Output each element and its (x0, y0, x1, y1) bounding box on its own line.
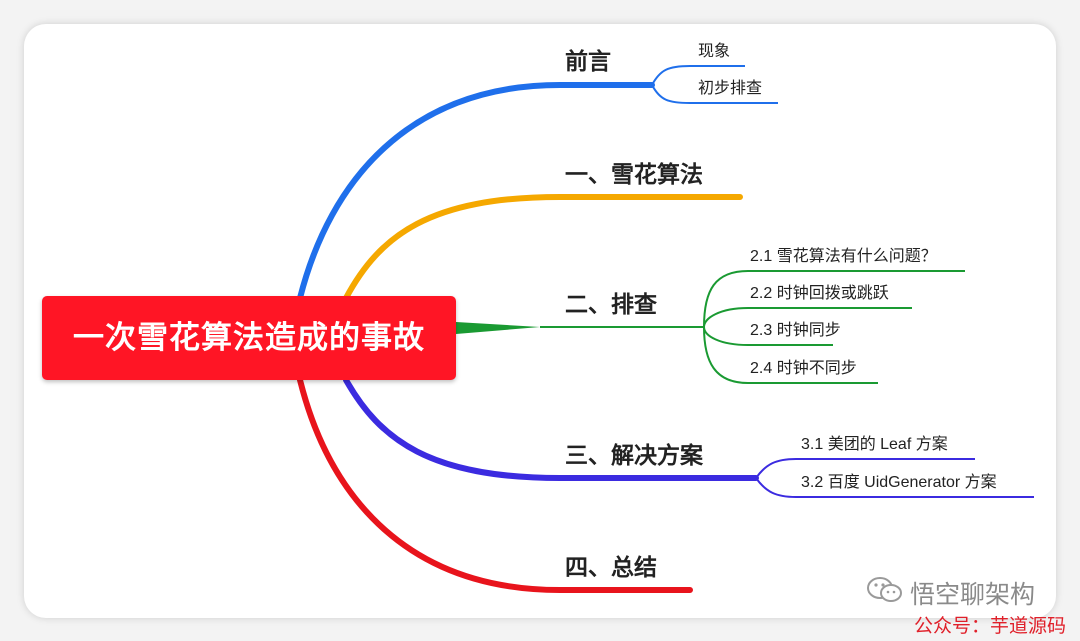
sub-branch-phenomenon (651, 65, 745, 86)
branch-preface (297, 82, 655, 301)
branch-snowflake (343, 194, 743, 301)
subtopic-3-2: 3.2 百度 UidGenerator 方案 (801, 474, 997, 491)
watermark-account: 悟空聊架构 (910, 581, 1036, 609)
sub-branch-2-1 (703, 270, 965, 328)
subtopic-2-4: 2.4 时钟不同步 (750, 360, 857, 377)
topic-preface: 前言 (565, 48, 611, 74)
sub-branch-initial-check (651, 84, 778, 104)
topic-solution: 三、解决方案 (565, 442, 703, 468)
watermark: 悟空聊架构 (866, 576, 1036, 611)
subtopic-3-1: 3.1 美团的 Leaf 方案 (801, 436, 948, 453)
topic-summary: 四、总结 (565, 554, 657, 580)
sub-branch-2-4 (703, 326, 878, 384)
root-topic: 一次雪花算法造成的事故 (42, 296, 456, 380)
subtopic-2-3: 2.3 时钟同步 (750, 322, 841, 339)
topic-snowflake: 一、雪花算法 (565, 161, 703, 187)
footer-note: 公众号：芋道源码 (913, 616, 1066, 637)
subtopic-2-1: 2.1 雪花算法有什么问题？ (750, 248, 937, 265)
branch-summary (297, 377, 693, 593)
sub-branch-2-2 (703, 307, 912, 328)
topic-investigation: 二、排查 (565, 291, 657, 317)
subtopic-phenomenon: 现象 (698, 43, 731, 60)
subtopic-initial-check: 初步排查 (698, 80, 763, 97)
subtopic-2-2: 2.2 时钟回拨或跳跃 (750, 285, 889, 302)
branch-solution (343, 377, 759, 481)
wechat-icon (866, 576, 904, 611)
branch-investigation (456, 322, 540, 334)
sub-branch-3-1 (755, 458, 975, 479)
sub-branch-3-2 (755, 477, 1034, 498)
